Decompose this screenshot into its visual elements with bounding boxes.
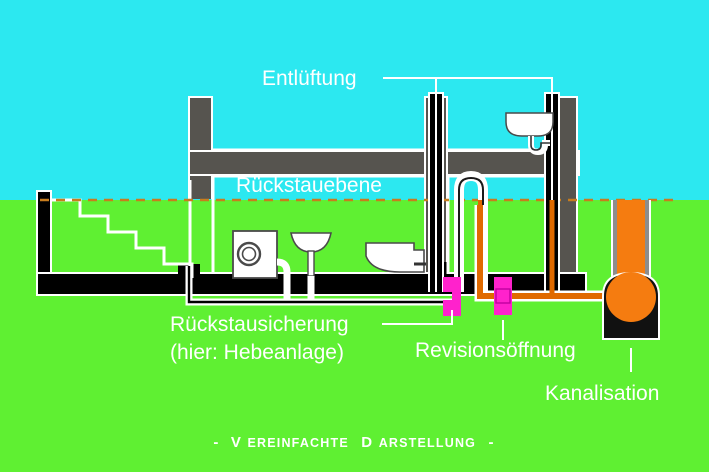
label-sewer: Kanalisation bbox=[545, 382, 659, 405]
sewer-manhole-group bbox=[602, 200, 660, 340]
inspection-fitting-right-collar bbox=[495, 288, 511, 304]
caption-dash-right: - bbox=[488, 434, 494, 451]
vent-stack-left-wall-a bbox=[430, 94, 435, 292]
vent-leader bbox=[383, 77, 553, 93]
vent-stack-right-wall-b bbox=[553, 94, 558, 296]
wash-basin bbox=[505, 112, 554, 137]
manhole-fluid bbox=[606, 272, 656, 322]
basement-drain-pipes-core bbox=[187, 266, 452, 304]
pedestal-sink-group bbox=[290, 232, 332, 277]
inspection-fitting-left bbox=[443, 277, 461, 316]
basement-stairs bbox=[52, 198, 194, 278]
label-backflow-protection-line2: (hier: Hebeanlage) bbox=[170, 341, 344, 364]
lifting-station-loop-pipe bbox=[458, 176, 484, 292]
leader-backflow-protection bbox=[382, 310, 453, 325]
label-venting: Entlüftung bbox=[262, 67, 357, 90]
wash-basin-group bbox=[505, 112, 554, 156]
pedestal-sink-stand bbox=[307, 250, 315, 277]
caption-word1-rest: EREINFACHTE bbox=[247, 436, 348, 450]
wall-hung-toilet bbox=[365, 242, 425, 273]
inspection-fittings bbox=[443, 277, 512, 316]
drain-main-run-core bbox=[187, 266, 452, 304]
wall-left-upper bbox=[190, 98, 211, 199]
basin-trap bbox=[530, 136, 550, 151]
sewer-pipe-network bbox=[474, 200, 636, 302]
washing-machine-drum-icon bbox=[241, 246, 257, 262]
label-inspection-opening: Revisionsöffnung bbox=[415, 339, 576, 362]
vent-stack-right-wall-a bbox=[546, 94, 551, 296]
slab-upper bbox=[190, 152, 578, 174]
label-backflow-level: Rückstauebene bbox=[236, 174, 382, 197]
caption-word2-rest: ARSTELLUNG bbox=[379, 436, 476, 450]
wall-right bbox=[556, 98, 576, 296]
caption-word2-cap: D bbox=[361, 434, 373, 451]
wall-hung-toilet-group bbox=[365, 242, 426, 273]
caption-word1-cap: V bbox=[231, 434, 242, 451]
vent-leader-right bbox=[436, 77, 553, 93]
label-backflow-protection-line1: Rückstausicherung bbox=[170, 313, 349, 336]
caption-dash-left: - bbox=[213, 434, 219, 451]
ground-background bbox=[0, 200, 709, 472]
drain-washing-machine bbox=[276, 258, 291, 302]
sewer-pipe-main bbox=[477, 205, 636, 299]
caption-simplified-representation: - V EREINFACHTE D ARSTELLUNG - bbox=[213, 434, 494, 451]
basement-wall-left bbox=[38, 192, 50, 288]
washing-machine-group bbox=[232, 230, 278, 279]
vent-stack-left-wall-b bbox=[437, 94, 442, 292]
label-leaders bbox=[382, 310, 632, 372]
